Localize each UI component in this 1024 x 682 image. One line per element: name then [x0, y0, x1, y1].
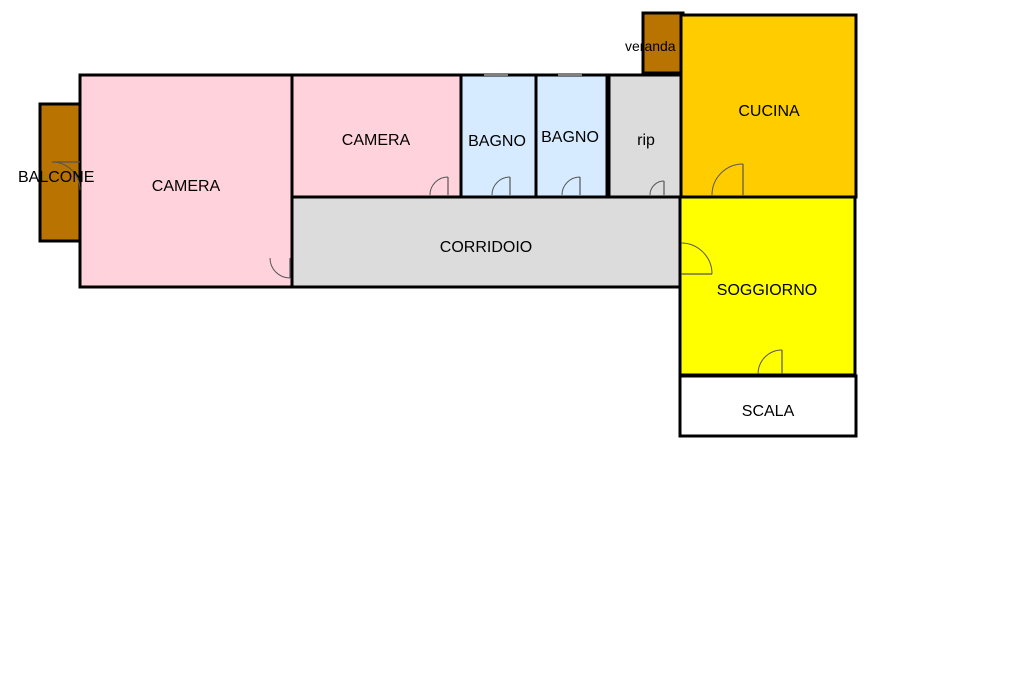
door-bagno-1 — [491, 176, 511, 196]
door-camera-small — [429, 176, 449, 196]
corridoio-label: CORRIDOIO — [440, 239, 532, 256]
cucina-label: CUCINA — [738, 103, 800, 120]
camera-small-label: CAMERA — [342, 132, 411, 149]
bagno-2-room — [534, 73, 609, 199]
cucina-room — [679, 13, 858, 199]
door-rip — [649, 180, 665, 196]
veranda-area — [641, 11, 685, 75]
veranda-label: veranda — [625, 38, 676, 54]
scala-room — [678, 374, 858, 438]
rip-label: rip — [637, 132, 655, 149]
door-bagno-2 — [561, 176, 581, 196]
door-camera-large — [269, 257, 291, 279]
soggiorno-label: SOGGIORNO — [717, 282, 817, 299]
balcone-label: BALCONE — [18, 169, 94, 186]
door-soggiorno — [680, 242, 713, 275]
bagno-2-label: BAGNO — [541, 129, 599, 146]
corridoio-room — [290, 195, 683, 289]
door-balcone — [51, 161, 81, 191]
camera-large-label: CAMERA — [152, 178, 221, 195]
bagno-1-label: BAGNO — [468, 133, 526, 150]
camera-large-room — [78, 73, 294, 289]
door-cucina — [711, 163, 744, 196]
door-scala — [757, 349, 783, 375]
scala-label: SCALA — [742, 403, 795, 420]
soggiorno-room — [678, 195, 857, 377]
